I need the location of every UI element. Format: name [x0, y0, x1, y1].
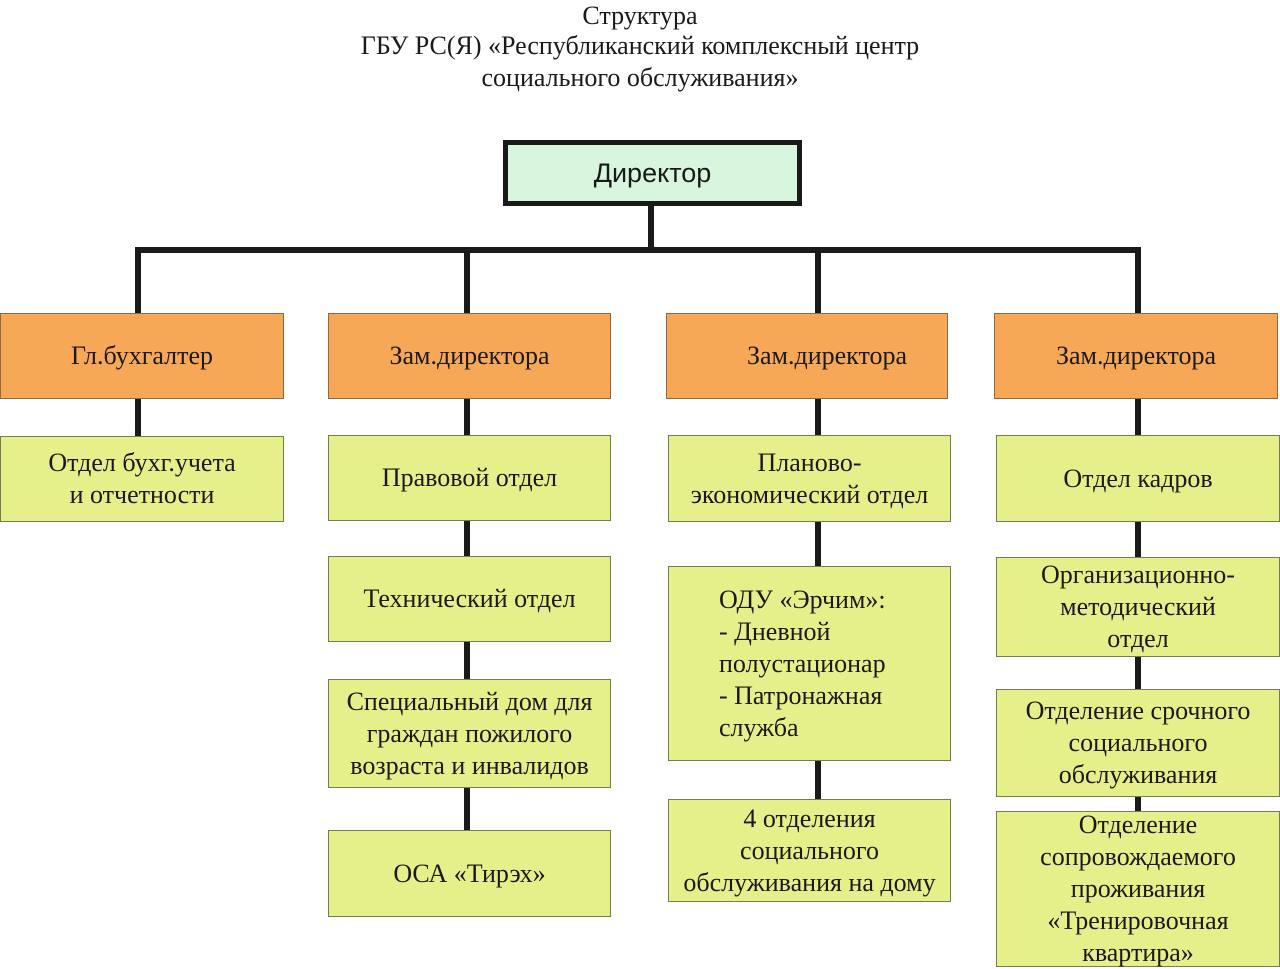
unit-text-line: проживания	[1070, 874, 1206, 903]
unit-text-line: отдел	[1107, 624, 1169, 653]
unit-box-deputy-3-0: Отдел кадров	[996, 435, 1280, 522]
title-line-1: Структура	[582, 1, 698, 30]
unit-box-deputy-1-1: Технический отдел	[328, 556, 611, 642]
unit-text-line: Специальный дом для	[346, 686, 593, 716]
unit-box-deputy-3-2: Отделение срочного социального обслуживани…	[996, 689, 1280, 797]
branch-head-deputy-1: Зам.директора	[328, 313, 611, 399]
branch-head-deputy-3: Зам.директора	[994, 313, 1278, 399]
unit-text-line: полустационар	[719, 648, 886, 678]
unit-text-line: Отделение	[1078, 810, 1198, 839]
director-label: Директор	[593, 158, 712, 188]
title-line-2: ГБУ РС(Я) «Республиканский комплексный ц…	[360, 31, 920, 60]
unit-text-line: возраста и инвалидов	[350, 750, 589, 780]
unit-text-line: граждан пожилого	[366, 718, 573, 748]
unit-text-line: Правовой отдел	[381, 463, 558, 492]
branch-head-deputy-2: Зам.директора	[666, 313, 948, 399]
unit-text-line: «Тренировочная	[1047, 906, 1229, 935]
unit-box-deputy-1-3: ОСА «Тирэх»	[328, 830, 611, 917]
unit-text-line: экономический отдел	[690, 479, 929, 509]
branch-head-label: Зам.директора	[389, 341, 550, 370]
unit-text-line: служба	[719, 712, 799, 742]
unit-text-line: ОДУ «Эрчим»:	[719, 584, 886, 614]
unit-box-deputy-3-1: Организационно-методический отдел	[996, 557, 1280, 657]
unit-text-line: квартира»	[1082, 938, 1194, 967]
unit-text-line: сопровождаемого	[1040, 842, 1236, 871]
unit-text-line: обслуживания на дому	[683, 867, 936, 897]
unit-box-deputy-1-0: Правовой отдел	[328, 435, 611, 521]
branch-head-label: Зам.директора	[746, 341, 908, 370]
unit-box-deputy-2-0: Планово-экономический отдел	[668, 435, 951, 522]
unit-text-line: - Дневной	[719, 616, 831, 646]
unit-text-line: социального	[1068, 728, 1208, 757]
director-box: Директор	[503, 140, 802, 206]
title-line-3: социального обслуживания»	[481, 63, 799, 92]
unit-text-line: ОСА «Тирэх»	[393, 858, 546, 888]
branch-head-label: Зам.директора	[1055, 341, 1217, 370]
branch-head-accounting: Гл.бухгалтер	[0, 313, 284, 399]
unit-text-line: - Патронажная	[719, 680, 883, 710]
unit-text-line: 4 отделения	[743, 803, 876, 833]
unit-text-line: Отдел кадров	[1063, 463, 1213, 493]
unit-text-line: Отделение срочного	[1025, 696, 1251, 725]
unit-text-line: методический	[1060, 592, 1216, 621]
unit-text-line: социального	[740, 835, 879, 865]
branch-head-label: Гл.бухгалтер	[70, 341, 214, 370]
unit-text-line: и отчетности	[69, 480, 215, 509]
unit-text-line: Отдел бухг.учета	[48, 448, 236, 477]
unit-box-accounting-0: Отдел бухг.учета и отчетности	[0, 436, 284, 522]
unit-text-line: обслуживания	[1058, 760, 1218, 789]
unit-box-deputy-3-3: Отделение сопровождаемого проживания «Трени…	[996, 810, 1280, 967]
unit-text-line: Планово-	[757, 447, 862, 477]
unit-text-line: Технический отдел	[363, 584, 576, 613]
unit-text-line: Организационно-	[1041, 560, 1235, 589]
